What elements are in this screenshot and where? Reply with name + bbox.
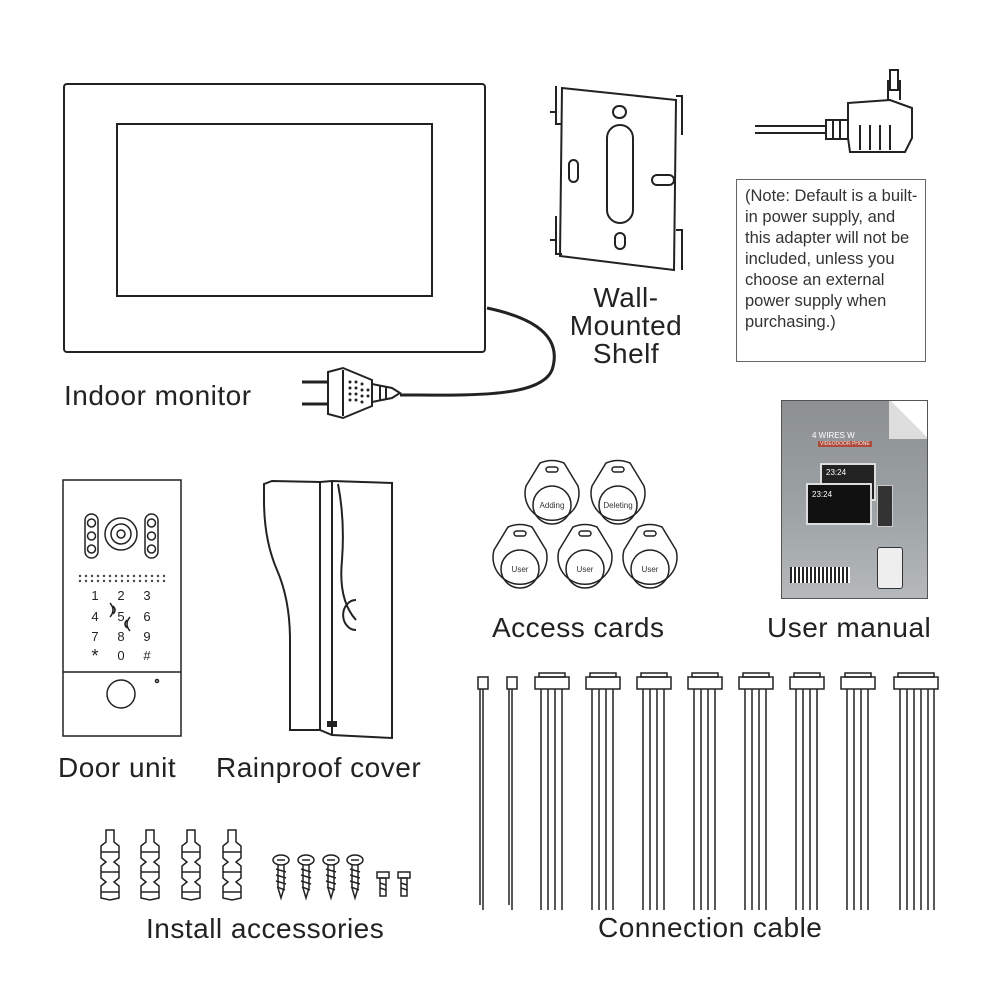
power-plug-image xyxy=(302,366,402,420)
manual-time-1: 23:24 xyxy=(826,468,847,477)
manual-door-unit xyxy=(877,485,893,527)
manual-page-curl xyxy=(889,401,927,439)
card-deleting-label: Deleting xyxy=(603,501,632,510)
wall-shelf-image xyxy=(550,86,683,272)
wall-shelf-label-line1: Wall- xyxy=(593,282,659,313)
key-2: 2 xyxy=(117,588,124,603)
wall-shelf-label-line2: Mounted xyxy=(569,310,683,341)
card-user-label-3: User xyxy=(642,565,659,574)
wall-shelf-label-line3: Shelf xyxy=(592,338,660,369)
manual-phone xyxy=(877,547,903,589)
indoor-monitor-image xyxy=(63,83,556,397)
power-adapter-note: (Note: Default is a built-in power suppl… xyxy=(736,179,926,362)
access-cards-label: Access cards xyxy=(492,612,665,643)
key-6: 6 xyxy=(143,609,150,624)
wall-shelf-label: Wall- Mounted Shelf xyxy=(566,284,686,368)
indoor-monitor-label: Indoor monitor xyxy=(64,380,252,411)
user-manual-label: User manual xyxy=(767,612,932,643)
card-user-label-1: User xyxy=(512,565,529,574)
manual-subheader: VIDEODOOR PHONE xyxy=(818,441,872,447)
key-star: * xyxy=(91,646,98,666)
power-adapter-image xyxy=(755,69,913,153)
key-3: 3 xyxy=(143,588,150,603)
door-unit-speaker-grille xyxy=(78,574,166,583)
key-4: 4 xyxy=(91,609,98,624)
connection-cable-label: Connection cable xyxy=(598,912,823,943)
manual-monitor-2 xyxy=(806,483,872,525)
manual-time-2: 23:24 xyxy=(812,490,833,499)
rainproof-cover-label: Rainproof cover xyxy=(216,752,422,783)
door-unit-image xyxy=(62,479,182,737)
access-cards-image xyxy=(492,459,678,589)
connection-cables-image xyxy=(477,672,939,910)
door-unit-label: Door unit xyxy=(58,752,177,783)
manual-qr-codes xyxy=(790,567,850,583)
user-manual-image: 4 WIRES W VIDEODOOR PHONE 23:24 23:24 xyxy=(781,400,928,599)
install-accessories-label: Install accessories xyxy=(146,913,385,944)
key-7: 7 xyxy=(91,629,98,644)
key-1: 1 xyxy=(91,588,98,603)
key-8: 8 xyxy=(117,629,124,644)
key-9: 9 xyxy=(143,629,150,644)
key-5: 5 xyxy=(117,609,124,624)
manual-header: 4 WIRES W xyxy=(812,431,855,440)
rainproof-cover-image xyxy=(263,479,393,740)
card-user-label-2: User xyxy=(577,565,594,574)
card-adding-label: Adding xyxy=(540,501,565,510)
door-unit-keypad: 1 2 3 4 5 6 7 8 9 * 0 # xyxy=(91,588,151,666)
screws-image xyxy=(272,854,411,901)
key-0: 0 xyxy=(117,648,124,663)
wall-plugs-image xyxy=(100,829,242,901)
key-hash: # xyxy=(143,648,151,663)
